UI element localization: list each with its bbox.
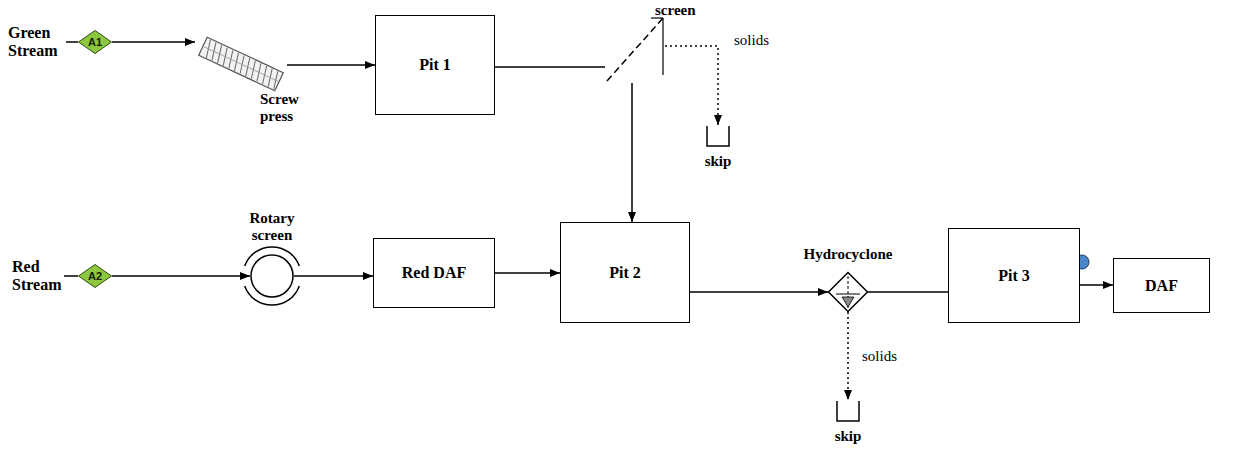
- daf-box: DAF: [1113, 258, 1210, 313]
- pit-box: Pit 1: [375, 15, 495, 115]
- flow-line: [868, 291, 948, 293]
- skip-bin-outline: [836, 400, 860, 422]
- skip-bin: skip: [706, 125, 730, 147]
- screw-press: Screw press: [195, 35, 287, 93]
- box-label: Pit 3: [998, 267, 1030, 285]
- skip-bin-outline: [706, 125, 730, 147]
- hydrocyclone: Hydrocyclone: [828, 272, 868, 312]
- hydrocyclone-outline: [828, 272, 868, 312]
- equipment-label: Screw press: [260, 91, 310, 124]
- equipment-label: Hydrocyclone: [804, 246, 893, 263]
- flow-line: [1080, 284, 1113, 286]
- flow-label: solids: [860, 348, 899, 365]
- skip-bin: skip: [836, 400, 860, 422]
- solids-flow-line: [847, 312, 849, 400]
- flow-line: [690, 291, 828, 293]
- equipment-label: Rotary screen: [241, 210, 303, 243]
- flow-line: [631, 83, 633, 222]
- solids-flow-line: [665, 46, 718, 125]
- rotary-screen-outline: [250, 254, 294, 298]
- equipment-label: screen: [655, 2, 696, 19]
- point-label: A1: [78, 30, 112, 54]
- rotary-screen: Rotary screen: [250, 254, 294, 298]
- pit-box: Pit 3: [948, 228, 1080, 323]
- analysis-point: A1: [78, 30, 112, 54]
- screw-press-outline: [195, 35, 287, 93]
- equipment-label: skip: [835, 428, 862, 445]
- screen-symbol: screen: [605, 15, 665, 83]
- stream-label: Green Stream: [8, 24, 72, 61]
- flow-line: [294, 275, 373, 277]
- box-label: Pit 1: [419, 56, 451, 74]
- stream-lead-line: [66, 41, 78, 43]
- stream-lead-line: [64, 275, 78, 277]
- flow-line: [112, 41, 195, 43]
- flow-line: [112, 275, 250, 277]
- stream-label: Red Stream: [12, 258, 76, 295]
- flow-line: [495, 66, 605, 68]
- flow-line: [495, 272, 560, 274]
- box-label: DAF: [1145, 277, 1178, 295]
- point-label: A2: [78, 264, 112, 288]
- daf-box: Red DAF: [373, 238, 495, 308]
- box-label: Red DAF: [402, 264, 466, 282]
- pit-box: Pit 2: [560, 222, 690, 323]
- flow-line: [287, 64, 375, 66]
- analysis-point: A2: [78, 264, 112, 288]
- box-label: Pit 2: [609, 264, 641, 282]
- flow-label: solids: [732, 32, 771, 49]
- screen-symbol-outline: [605, 15, 665, 83]
- equipment-label: skip: [705, 153, 732, 170]
